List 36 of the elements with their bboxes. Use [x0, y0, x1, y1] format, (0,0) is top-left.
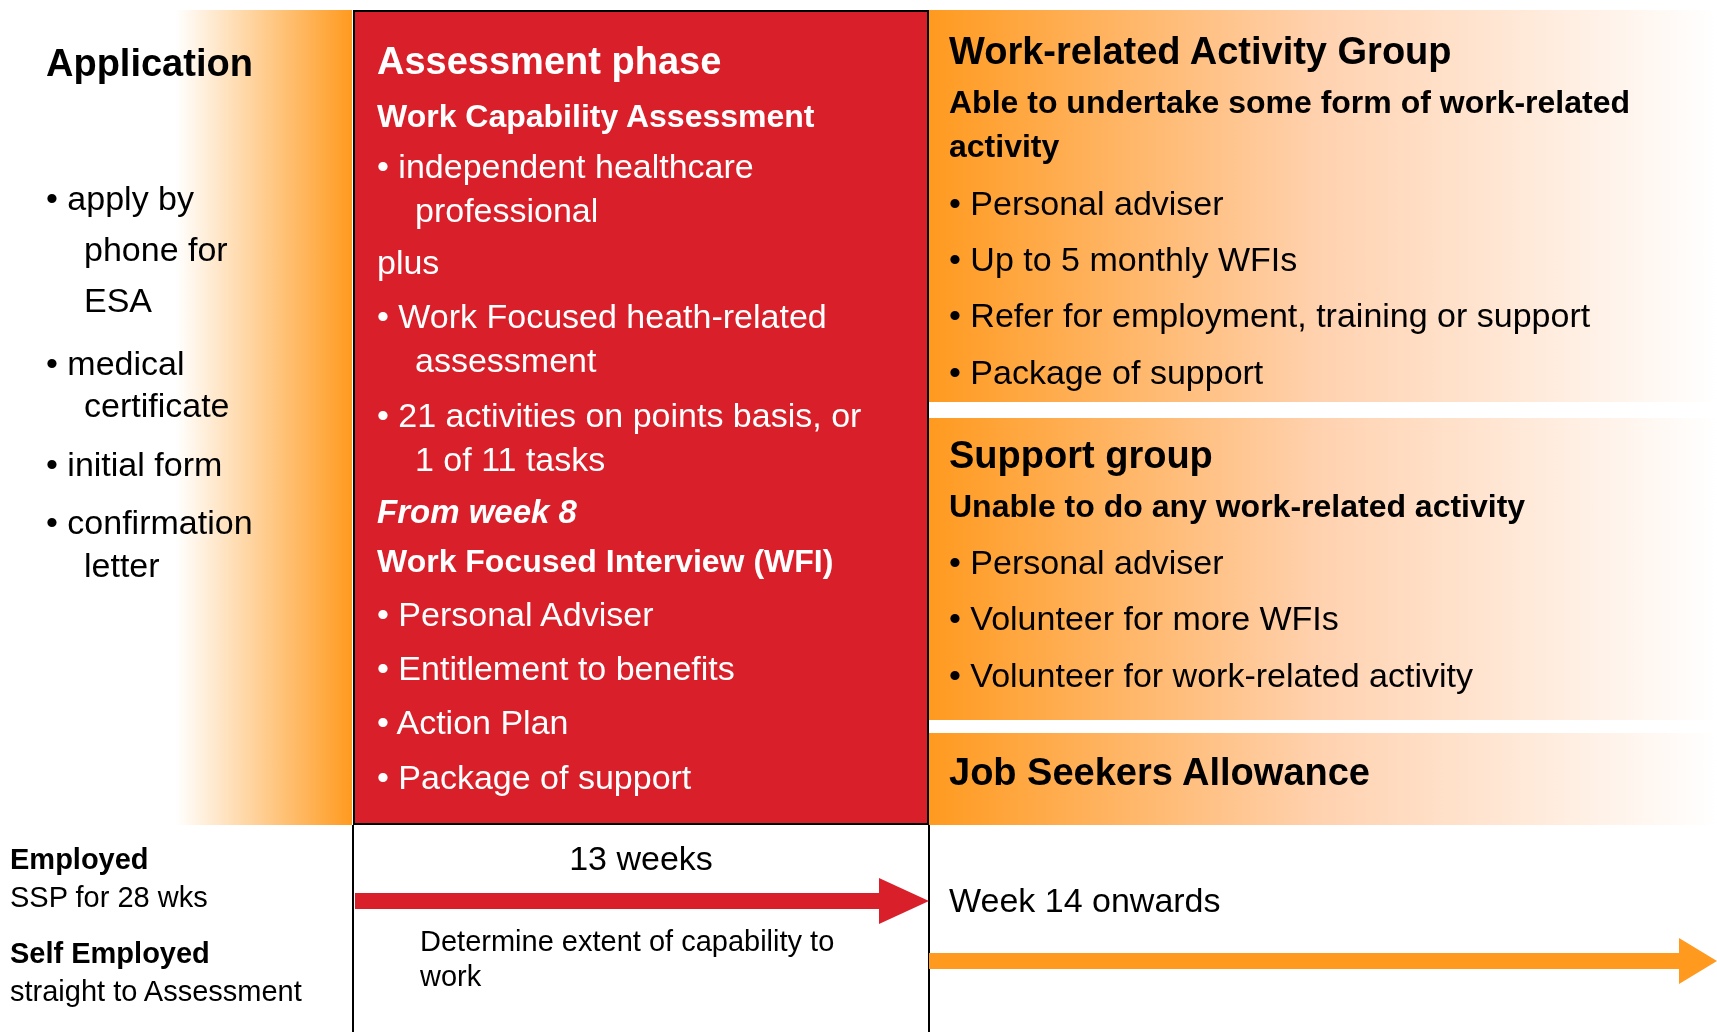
heading: Assessment phase — [377, 39, 723, 84]
description-text: Determine extent of capability to work — [420, 924, 836, 994]
heading: Support group — [949, 433, 1214, 478]
label-text: Employed — [10, 842, 149, 877]
label-text: straight to Assessment — [10, 974, 302, 1009]
text: plus — [377, 241, 441, 283]
subheading: From week 8 — [377, 492, 578, 532]
duration-label: 13 weeks — [568, 838, 714, 879]
bullet-item: • confirmation letter — [46, 502, 254, 586]
bullet-item: • Work Focused heath-related assessment — [377, 296, 828, 382]
duration-label: Week 14 onwards — [949, 880, 1221, 921]
heading: Work-related Activity Group — [949, 29, 1453, 74]
bullet-item: • Personal adviser — [949, 542, 1225, 584]
bullet-item: • Action Plan — [377, 702, 570, 744]
bullet-item: • Refer for employment, training or support — [949, 295, 1592, 337]
label-text: SSP for 28 wks — [10, 880, 208, 915]
bullet-item: • 21 activities on points basis, or 1 of 11 tasks — [377, 394, 863, 480]
bullet-item: • Package of support — [949, 351, 1265, 393]
bullet-item: • Personal Adviser — [377, 594, 655, 635]
subheading: Work Focused Interview (WFI) — [377, 542, 835, 582]
bullet-item: • Volunteer for more WFIs — [949, 598, 1340, 640]
assessment-panel — [353, 10, 929, 825]
subheading: Unable to do any work-related activity — [949, 486, 1527, 526]
heading: Job Seekers Allowance — [949, 750, 1371, 795]
bullet-item: • Entitlement to benefits — [377, 648, 736, 690]
bullet-item: • Up to 5 monthly WFIs — [949, 239, 1299, 281]
bullet-item: • initial form — [46, 443, 224, 485]
bullet-item: • Personal adviser — [949, 183, 1225, 225]
label-text: Self Employed — [10, 936, 210, 971]
bullet-item: • apply by phone for ESA — [46, 177, 229, 321]
bullet-item: • medical certificate — [46, 342, 231, 426]
bullet-item: • Package of support — [377, 756, 693, 798]
bullet-item: • Volunteer for work-related activity — [949, 654, 1474, 696]
subheading: Able to undertake some form of work-related activity — [949, 82, 1631, 167]
heading: Application — [46, 41, 254, 86]
subheading: Work Capability Assessment — [377, 96, 816, 136]
